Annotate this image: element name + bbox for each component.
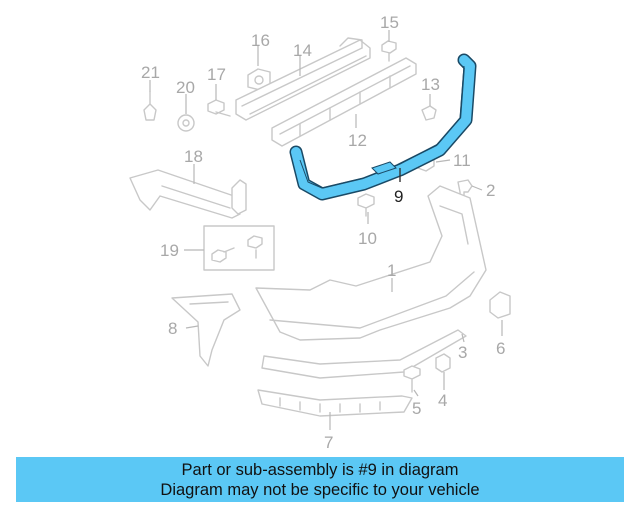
callout-21: 21 bbox=[141, 63, 160, 82]
part-4-grommet bbox=[435, 353, 451, 373]
callout-4: 4 bbox=[438, 391, 447, 410]
part-1-bumper-cover bbox=[255, 185, 487, 341]
part-12-absorber bbox=[271, 57, 417, 147]
part-8-side-trim bbox=[171, 293, 241, 367]
callout-20: 20 bbox=[176, 78, 195, 97]
callout-18: 18 bbox=[184, 147, 203, 166]
callout-8: 8 bbox=[168, 319, 177, 338]
callout-19: 19 bbox=[160, 241, 179, 260]
part-13-clip bbox=[421, 105, 437, 121]
callout-7: 7 bbox=[324, 433, 333, 452]
part-20-retainer bbox=[177, 114, 195, 132]
callout-14: 14 bbox=[293, 41, 312, 60]
callout-2: 2 bbox=[486, 181, 495, 200]
callout-labels: 16 14 15 13 12 21 20 17 18 19 11 9 2 10 … bbox=[141, 13, 505, 452]
callout-9: 9 bbox=[394, 187, 403, 206]
callout-10: 10 bbox=[358, 229, 377, 248]
callout-5: 5 bbox=[412, 399, 421, 418]
banner-line-disclaimer: Diagram may not be specific to your vehi… bbox=[160, 480, 480, 499]
part-18-bracket bbox=[129, 169, 247, 219]
parts-diagram: 16 14 15 13 12 21 20 17 18 19 11 9 2 10 … bbox=[129, 13, 511, 452]
callout-17: 17 bbox=[207, 65, 226, 84]
callout-15: 15 bbox=[380, 13, 399, 32]
part-5-screw bbox=[403, 365, 421, 393]
leader-lines bbox=[149, 30, 503, 430]
info-banner: Part or sub-assembly is #9 in diagram Di… bbox=[16, 457, 624, 502]
callout-12: 12 bbox=[348, 131, 367, 150]
callout-6: 6 bbox=[496, 339, 505, 358]
part-19-bolt-set bbox=[203, 225, 275, 271]
callout-11: 11 bbox=[453, 151, 471, 170]
banner-line-part: Part or sub-assembly is #9 in diagram bbox=[181, 460, 459, 479]
callout-16: 16 bbox=[251, 31, 270, 50]
part-17-bolt bbox=[207, 99, 231, 117]
part-21-clip bbox=[143, 91, 157, 121]
part-14-reinforcement bbox=[235, 37, 371, 121]
part-10-bolt bbox=[357, 193, 375, 217]
part-7-diffuser bbox=[257, 389, 413, 417]
part-6-flap bbox=[489, 291, 511, 319]
callout-1: 1 bbox=[387, 261, 396, 280]
part-3-lower-trim bbox=[261, 329, 467, 379]
callout-3: 3 bbox=[458, 343, 467, 362]
callout-13: 13 bbox=[421, 75, 440, 94]
part-15-bolt bbox=[381, 40, 397, 62]
